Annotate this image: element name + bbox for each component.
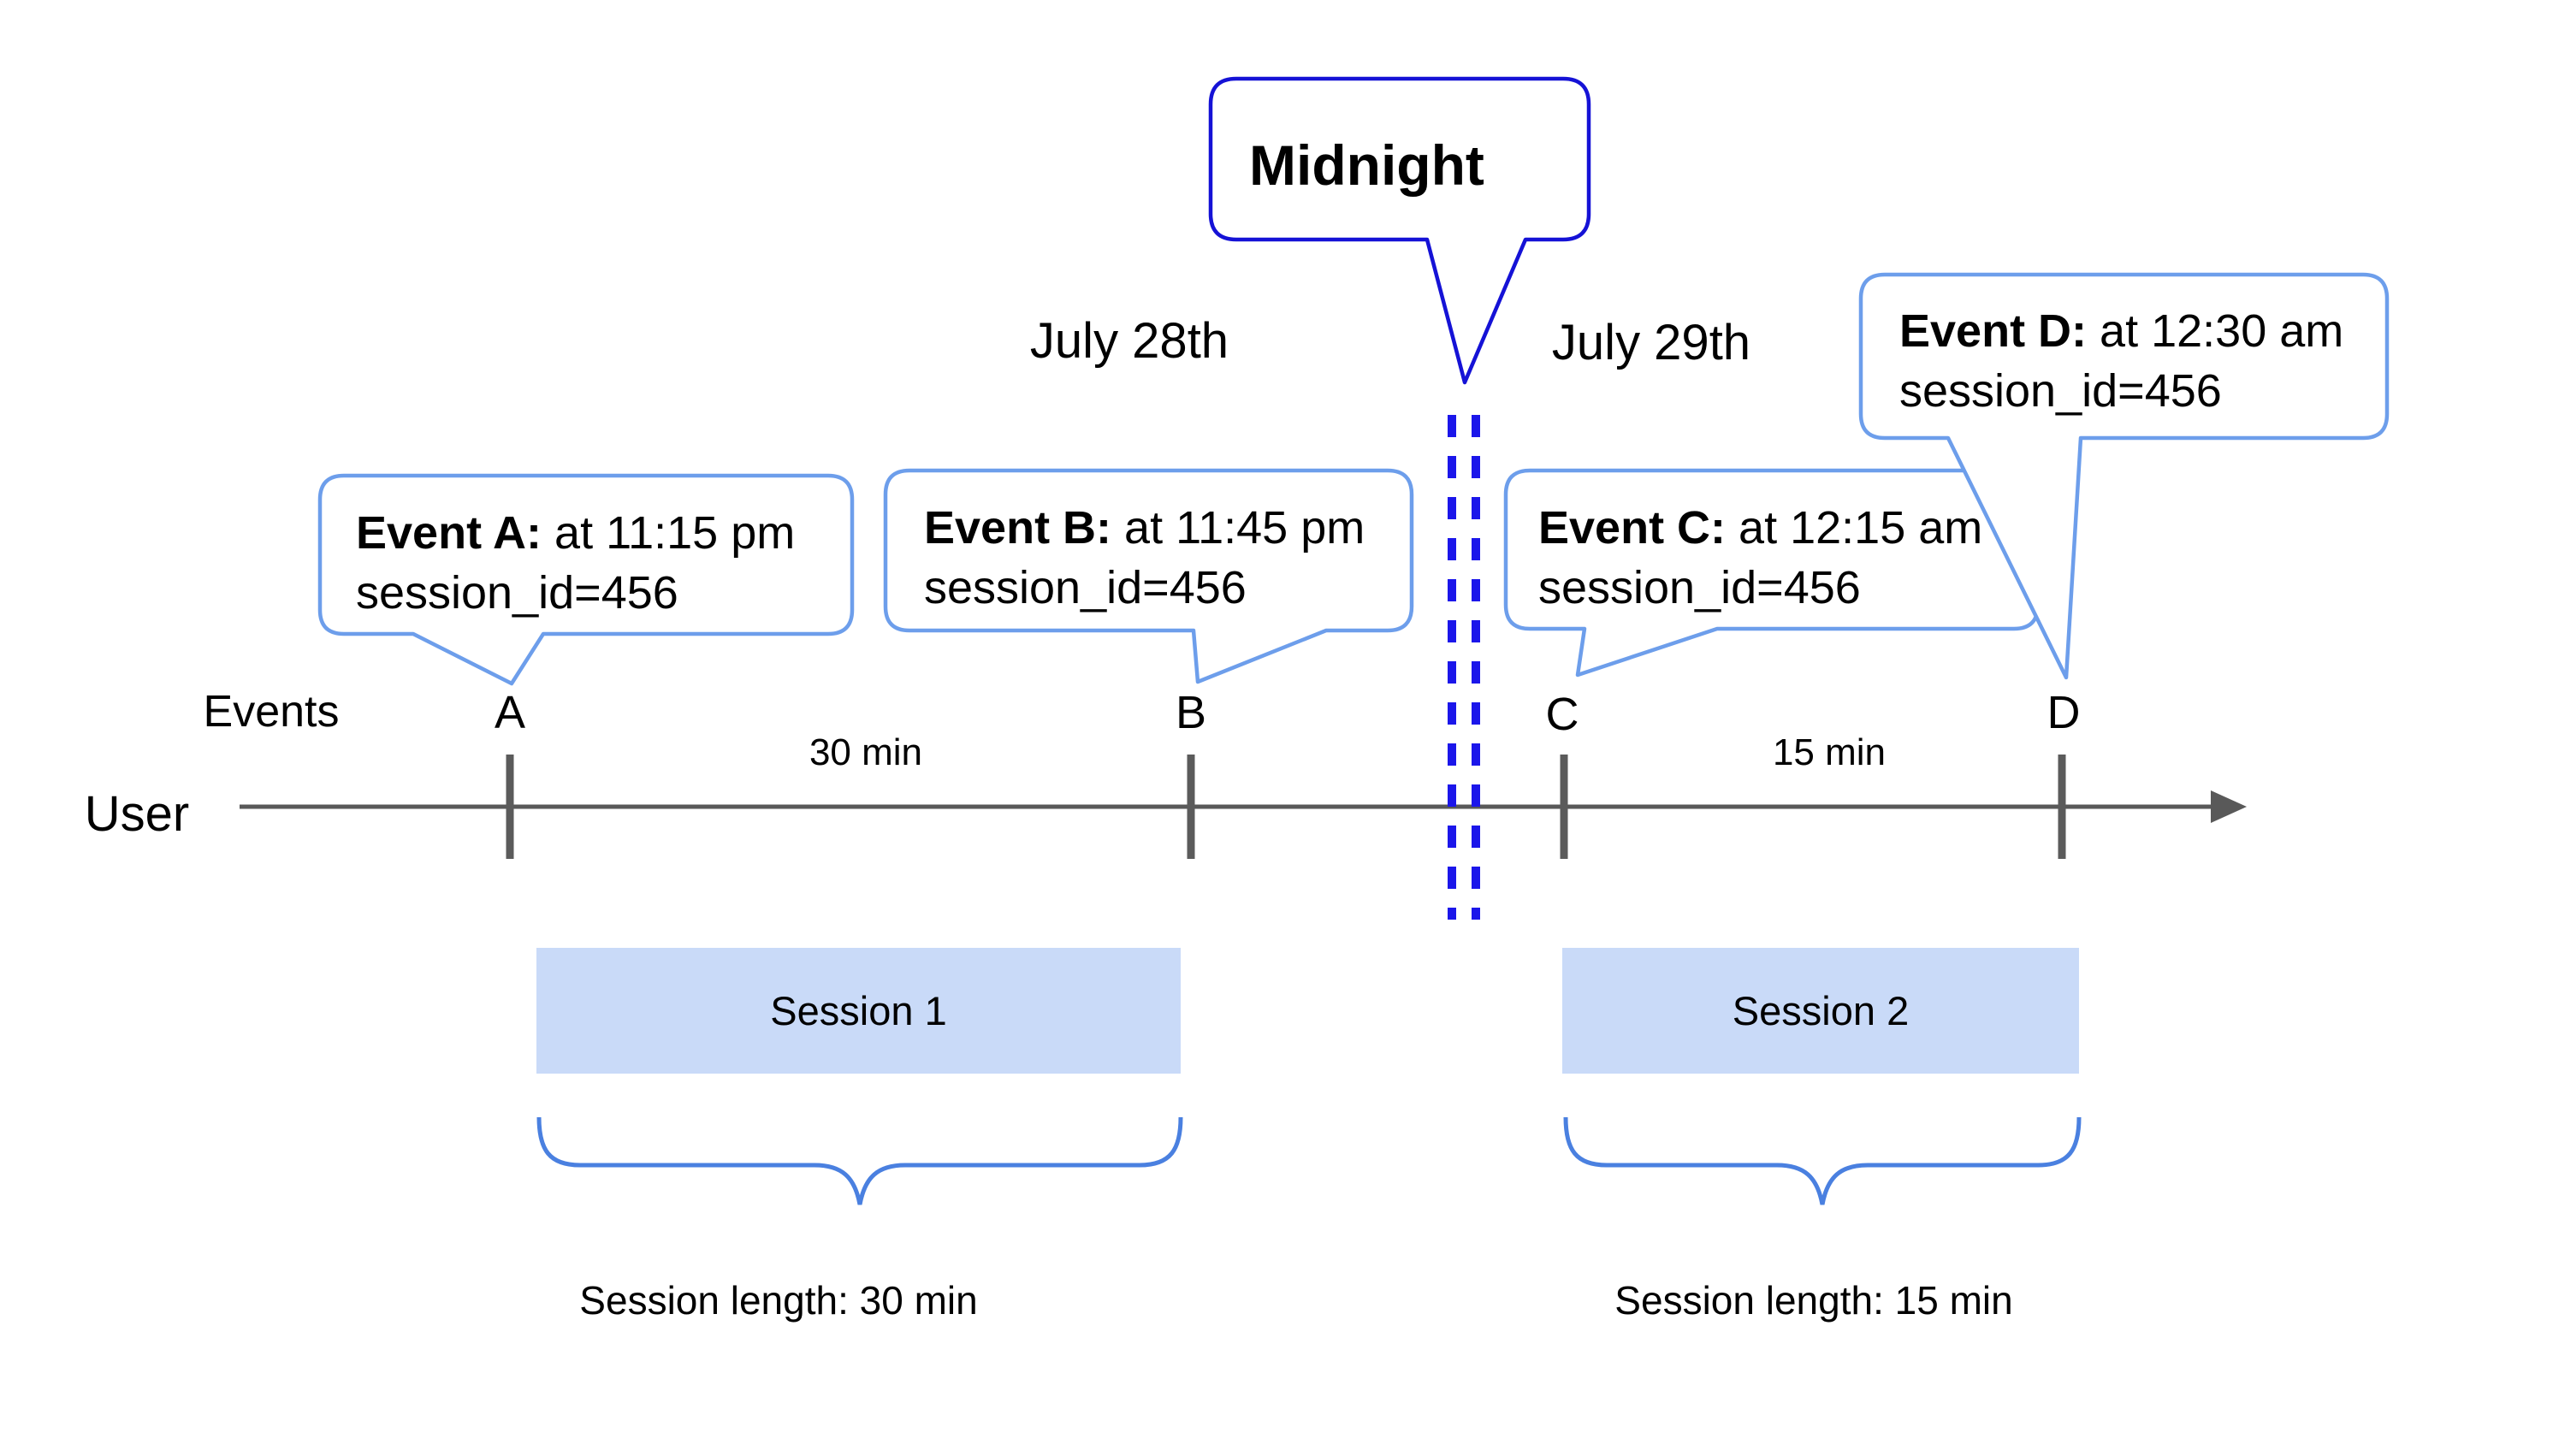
event-d-callout-bubble: [1858, 272, 2390, 680]
midnight-label: Midnight: [1249, 133, 1484, 197]
event-d-line1: Event D: at 12:30 am: [1899, 301, 2343, 361]
session-2-box: Session 2: [1562, 948, 2079, 1074]
event-a-callout-bubble: [317, 473, 855, 686]
timeline-arrowhead-icon: [2211, 790, 2247, 823]
event-c-bubble-text: Event C: at 12:15 am session_id=456: [1538, 498, 1982, 618]
event-b-line1: Event B: at 11:45 pm: [924, 498, 1365, 558]
session-1-label: Session 1: [770, 988, 947, 1033]
event-d-name: Event D:: [1899, 305, 2088, 357]
event-a-bubble-text: Event A: at 11:15 pm session_id=456: [356, 503, 795, 623]
session-2-length-label: Session length: 15 min: [1614, 1278, 2013, 1323]
event-b-time: at 11:45 pm: [1111, 502, 1365, 553]
event-a-name: Event A:: [356, 507, 542, 559]
event-d-time: at 12:30 am: [2087, 305, 2344, 357]
event-c-line1: Event C: at 12:15 am: [1538, 498, 1982, 558]
session-1-brace: [536, 1116, 1183, 1205]
event-b-session: session_id=456: [924, 562, 1247, 613]
event-b-callout-bubble: [883, 468, 1414, 684]
event-d-bubble-text: Event D: at 12:30 am session_id=456: [1899, 301, 2343, 421]
event-letter-b: B: [1175, 687, 1207, 738]
midnight-callout-bubble: [1208, 76, 1591, 385]
date-label-july-28: July 28th: [1029, 313, 1229, 369]
date-label-july-29: July 29th: [1551, 315, 1751, 370]
event-a-session: session_id=456: [356, 567, 678, 619]
session-1-length-label: Session length: 30 min: [579, 1278, 978, 1323]
event-c-time: at 12:15 am: [1726, 502, 1983, 553]
event-b-bubble-text: Event B: at 11:45 pm session_id=456: [924, 498, 1365, 618]
events-axis-label: Events: [203, 687, 340, 737]
event-a-line1: Event A: at 11:15 pm: [356, 503, 795, 563]
event-letter-d: D: [2047, 687, 2081, 738]
event-c-name: Event C:: [1538, 502, 1727, 553]
session-1-box: Session 1: [536, 948, 1181, 1074]
event-a-time: at 11:15 pm: [542, 507, 796, 559]
interval-label-15min: 15 min: [1772, 731, 1887, 773]
event-letter-c: C: [1545, 689, 1579, 740]
event-d-session: session_id=456: [1899, 365, 2222, 417]
session-2-brace: [1563, 1116, 2082, 1205]
interval-label-30min: 30 min: [809, 731, 923, 773]
event-letter-a: A: [494, 687, 526, 738]
user-axis-label: User: [84, 786, 190, 842]
event-c-session: session_id=456: [1538, 562, 1861, 613]
session-2-label: Session 2: [1732, 988, 1910, 1033]
event-b-name: Event B:: [924, 502, 1112, 553]
